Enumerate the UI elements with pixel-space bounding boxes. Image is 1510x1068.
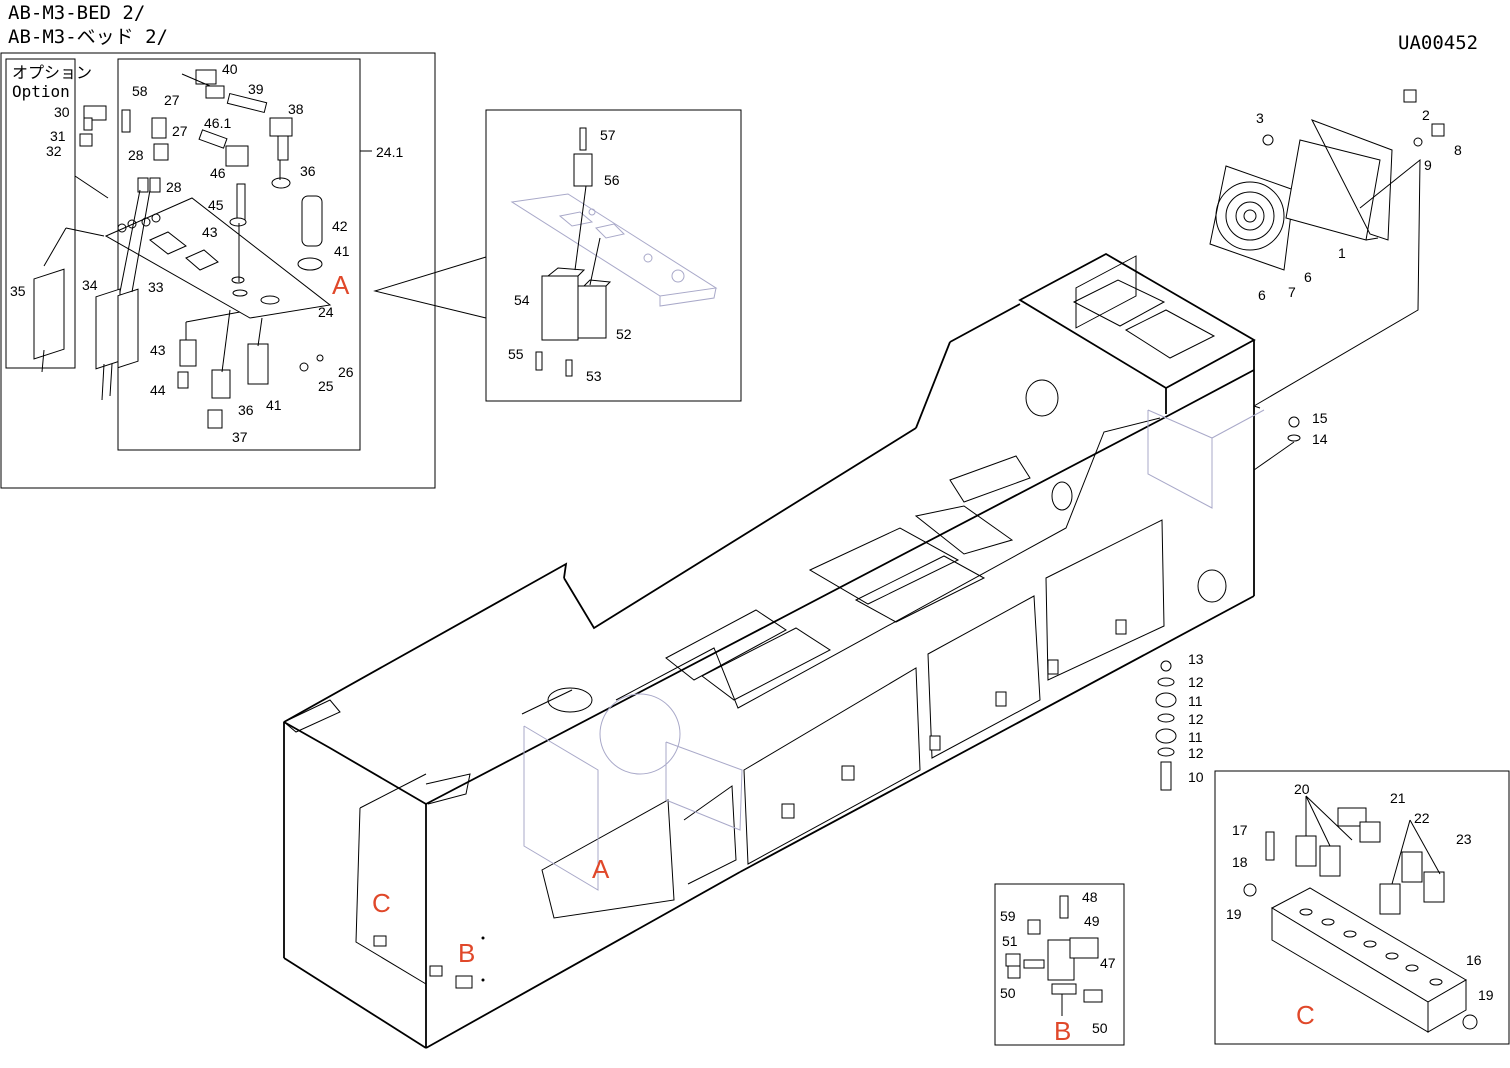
- part-label-p35: 35: [10, 283, 26, 299]
- part-label-p27b: 27: [172, 123, 188, 139]
- rear-column-top: [1020, 254, 1254, 388]
- part-label-p24: 24: [318, 304, 334, 320]
- part-label-p23: 23: [1456, 831, 1472, 847]
- part-label-p1: 1: [1338, 245, 1346, 261]
- part-label-p32: 32: [46, 143, 62, 159]
- side-cover-3: [1046, 520, 1164, 680]
- side-cover-2: [928, 596, 1040, 758]
- part-label-p54: 54: [514, 292, 530, 308]
- side-cover-1: [744, 668, 920, 864]
- part-label-p36b: 36: [238, 402, 254, 418]
- part-label-p39: 39: [248, 81, 264, 97]
- part-label-p41b: 41: [266, 397, 282, 413]
- part-label-p45: 45: [208, 197, 224, 213]
- part-label-p8: 8: [1454, 142, 1462, 158]
- part-label-p28b: 28: [166, 179, 182, 195]
- part-label-p3: 3: [1256, 110, 1264, 126]
- part-label-p17: 17: [1232, 822, 1248, 838]
- option-label-en: Option: [12, 82, 70, 101]
- part-label-p12c: 12: [1188, 745, 1204, 761]
- part-label-p22: 22: [1414, 810, 1430, 826]
- callout-a-bed: A: [592, 854, 610, 884]
- part-label-p41a: 41: [334, 243, 350, 259]
- part-label-p26: 26: [338, 364, 354, 380]
- callout-c-detail: C: [1296, 1000, 1315, 1030]
- part-label-p12a: 12: [1188, 674, 1204, 690]
- part-label-p55: 55: [508, 346, 524, 362]
- part-label-p50a: 50: [1000, 985, 1016, 1001]
- part-label-p48: 48: [1082, 889, 1098, 905]
- callout-b-bed: B: [458, 938, 475, 968]
- part-label-p19a: 19: [1226, 906, 1242, 922]
- part-label-p10: 10: [1188, 769, 1204, 785]
- part-label-p57: 57: [600, 127, 616, 143]
- part-label-p51: 51: [1002, 933, 1018, 949]
- part-label-p33: 33: [148, 279, 164, 295]
- part-label-p9: 9: [1424, 157, 1432, 173]
- part-label-p19b: 19: [1478, 987, 1494, 1003]
- part-label-p47: 47: [1100, 955, 1116, 971]
- part-label-p50b: 50: [1092, 1020, 1108, 1036]
- part-label-p21: 21: [1390, 790, 1406, 806]
- part-label-p11a: 11: [1188, 693, 1203, 709]
- part-label-p42: 42: [332, 218, 348, 234]
- option-label-jp: オプション: [12, 63, 92, 82]
- part-label-p461: 46.1: [204, 115, 231, 131]
- part-label-p31: 31: [50, 128, 66, 144]
- part-label-p15: 15: [1312, 410, 1328, 426]
- part-label-p2: 2: [1422, 107, 1430, 123]
- part-label-p28a: 28: [128, 147, 144, 163]
- part-label-p16: 16: [1466, 952, 1482, 968]
- part-label-p241: 24.1: [376, 144, 403, 160]
- manifold-plate: [106, 198, 330, 318]
- part-label-p43a: 43: [202, 224, 218, 240]
- callout-b-detail: B: [1054, 1016, 1071, 1046]
- part-label-p25: 25: [318, 378, 334, 394]
- part-label-p36a: 36: [300, 163, 316, 179]
- part-label-p37: 37: [232, 429, 248, 445]
- part-label-p20: 20: [1294, 781, 1310, 797]
- part-label-p11b: 11: [1188, 729, 1203, 745]
- part-label-p56: 56: [604, 172, 620, 188]
- detail-panel-b-frame: [486, 110, 741, 401]
- callout-a-detail: A: [332, 270, 350, 300]
- part-label-p38: 38: [288, 101, 304, 117]
- part-label-p12b: 12: [1188, 711, 1204, 727]
- part-label-p6b: 6: [1258, 287, 1266, 303]
- part-label-p27a: 27: [164, 92, 180, 108]
- part-label-p43b: 43: [150, 342, 166, 358]
- part-label-p53: 53: [586, 368, 602, 384]
- part-label-p7: 7: [1288, 284, 1296, 300]
- part-label-p18: 18: [1232, 854, 1248, 870]
- part-label-p13: 13: [1188, 651, 1204, 667]
- part-label-p46: 46: [210, 165, 226, 181]
- part-label-p59: 59: [1000, 908, 1016, 924]
- part-label-p34: 34: [82, 277, 98, 293]
- part-label-p30: 30: [54, 104, 70, 120]
- part-label-p52: 52: [616, 326, 632, 342]
- callout-c-bed: C: [372, 888, 391, 918]
- part-label-p58: 58: [132, 83, 148, 99]
- part-label-p44: 44: [150, 382, 166, 398]
- part-label-p49: 49: [1084, 913, 1100, 929]
- part-label-p14: 14: [1312, 431, 1328, 447]
- part-label-p6a: 6: [1304, 269, 1312, 285]
- part-label-p40: 40: [222, 61, 238, 77]
- bed-top-back-edge: [950, 304, 1020, 342]
- zoom-wedge: [375, 257, 486, 318]
